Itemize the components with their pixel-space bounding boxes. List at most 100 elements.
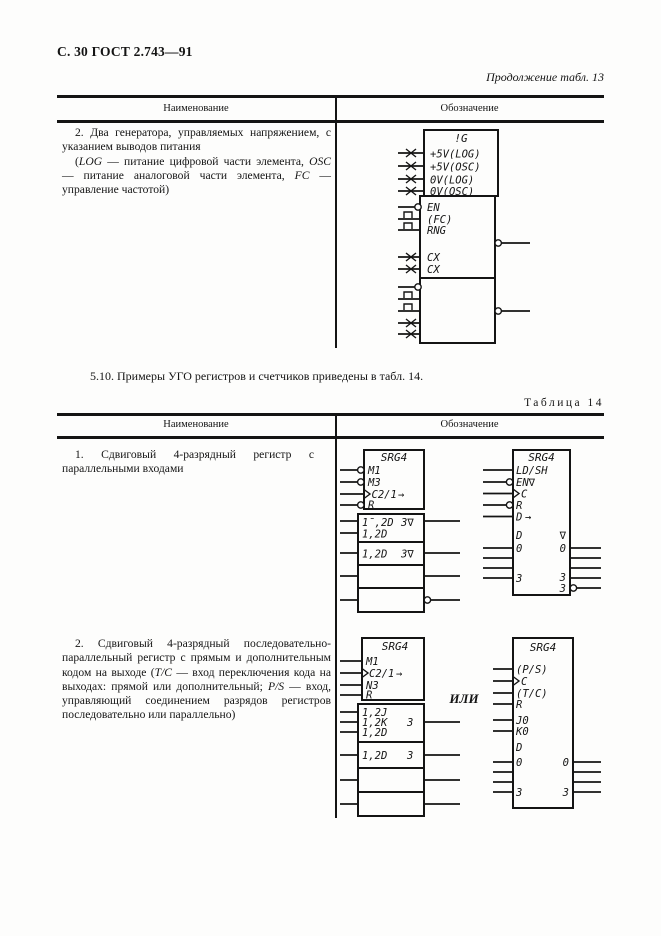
- dynamic-input-icon: [512, 488, 521, 499]
- non-logic-connection-icon: [405, 161, 417, 171]
- non-logic-connection-icon: [405, 174, 417, 184]
- pulse-marker-icon: [403, 291, 413, 298]
- table14-header-underline: [57, 436, 604, 439]
- pin-label: 1,2D: [362, 727, 387, 739]
- pin-label: 3∇: [400, 549, 414, 561]
- dynamic-input-icon: [363, 488, 372, 500]
- pin-label: 0: [516, 757, 522, 769]
- section3-box: [357, 767, 425, 793]
- dynamic-input-icon: [361, 667, 370, 679]
- symbol-title: SRG4: [382, 640, 409, 653]
- pin-label: 3: [515, 573, 522, 585]
- pin-label: +5V(OSC): [430, 162, 481, 174]
- pin-label: C: [521, 489, 528, 501]
- pin-label: +5V(LOG): [430, 149, 481, 161]
- pin-label: D: [515, 742, 522, 754]
- inversion-circle-icon: [505, 501, 514, 509]
- paragraph: 2. Два генератора, управляемых напряжени…: [62, 126, 331, 154]
- pin-label: (T/C): [516, 688, 548, 700]
- pin-label: 0: [563, 757, 569, 769]
- table14-row2-description: 2. Сдвиговый 4-разрядный последовательно…: [62, 637, 331, 723]
- pin-label: R: [368, 500, 374, 512]
- pin-label: EN: [427, 202, 440, 214]
- table14-top-border: [57, 413, 604, 416]
- generator2-box: [419, 277, 496, 344]
- pin-label: D: [515, 530, 522, 542]
- pin-label: CX: [427, 252, 440, 264]
- pin-label: EN∇: [516, 477, 536, 489]
- pin-label: ∇: [559, 530, 567, 542]
- pin-label: 3∇: [400, 517, 414, 529]
- register-linework: [340, 637, 460, 817]
- pin-label: (FC): [427, 214, 452, 226]
- pin-label: M1: [367, 465, 381, 477]
- table13-top-border: [57, 95, 604, 98]
- pin-label: K0: [515, 726, 529, 738]
- pin-label: 3: [406, 717, 413, 729]
- pin-label: N3: [365, 680, 379, 692]
- pulse-marker-icon: [403, 303, 413, 310]
- inversion-circle-icon: [494, 239, 503, 247]
- generator-symbol: !G +5V(LOG) +5V(OSC) 0V(LOG) 0V(OSC) EN …: [398, 129, 530, 344]
- pin-label: 0: [516, 543, 522, 555]
- pin-label: 3: [406, 750, 413, 762]
- shift-register1-symbol-a: SRG4 M1 M3 C2/1 → R 1̄,2D 3∇ 1,2D 1,2D 3…: [340, 449, 460, 613]
- non-logic-connection-icon: [405, 148, 417, 158]
- register-box: [512, 449, 571, 596]
- shift-arrow: →: [398, 489, 404, 501]
- pin-label: 1̄,2D: [362, 517, 394, 529]
- inversion-circle-icon: [569, 584, 578, 592]
- inversion-circle-icon: [356, 501, 365, 509]
- pin-label: CX: [427, 264, 440, 276]
- paragraph: 1. Сдвиговый 4-разрядный регистр с парал…: [62, 448, 314, 476]
- symbol-title: SRG4: [530, 641, 557, 654]
- symbol-title: SRG4: [528, 451, 555, 464]
- pin-label: R: [516, 699, 522, 711]
- pin-label: 0: [560, 543, 566, 555]
- inversion-circle-icon: [423, 596, 432, 604]
- inversion-circle-icon: [414, 203, 422, 211]
- pin-label: 1,2J: [362, 707, 387, 719]
- table13-header-underline: [57, 120, 604, 123]
- page-header: С. 30 ГОСТ 2.743—91: [57, 44, 193, 59]
- table14-column-divider: [335, 413, 337, 818]
- pin-label: C2/1: [372, 489, 397, 501]
- pin-label: 1,2D: [362, 750, 387, 762]
- register-linework: [493, 637, 601, 809]
- pin-label: M3: [367, 477, 381, 489]
- table13-column-divider: [335, 95, 337, 348]
- inversion-circle-icon: [414, 283, 422, 291]
- pin-label: M1: [365, 656, 379, 668]
- table14-header-name: Наименование: [163, 419, 229, 430]
- table14-caption: Таблица 14: [524, 397, 604, 409]
- shift-arrow: →: [525, 512, 531, 524]
- pin-label: R: [516, 500, 522, 512]
- pin-label: RNG: [427, 225, 447, 237]
- inversion-circle-icon: [356, 466, 365, 474]
- inversion-circle-icon: [505, 478, 514, 486]
- shift-arrow: →: [396, 668, 402, 680]
- non-logic-connection-icon: [405, 252, 417, 262]
- control-block-box: [363, 449, 425, 510]
- pin-label: 3: [562, 787, 569, 799]
- register-linework: [483, 449, 601, 596]
- shift-register2-symbol-a: SRG4 M1 C2/1 → N3 R 1,2J 1,2K 1,2D 3 1,2…: [340, 637, 460, 817]
- pin-label: 3: [559, 572, 566, 584]
- shift-register1-symbol-b: SRG4 LD/SH EN∇ C R D → D 0 3 ∇ 0 3 3: [483, 449, 601, 596]
- section3-box: [357, 564, 425, 589]
- pin-label: C2/1: [369, 668, 394, 680]
- table13-header-name: Наименование: [163, 103, 229, 114]
- non-logic-connection-icon: [405, 329, 417, 339]
- pin-label: C: [521, 676, 528, 688]
- pin-label: 0V(OSC): [430, 186, 474, 198]
- symbol-title: SRG4: [381, 451, 408, 464]
- paragraph: (LOG — питание цифровой части элемента, …: [62, 154, 331, 197]
- pulse-marker-icon: [403, 211, 413, 218]
- pin-label: 1,2K: [362, 717, 388, 729]
- table13-row-description: 2. Два генератора, управляемых напряжени…: [62, 126, 331, 197]
- or-alternative-label: ИЛИ: [449, 691, 479, 706]
- non-logic-connection-icon: [405, 186, 417, 196]
- table13-continuation-caption: Продолжение табл. 13: [486, 70, 604, 84]
- generator-linework: [398, 129, 530, 344]
- register-linework: [340, 449, 460, 613]
